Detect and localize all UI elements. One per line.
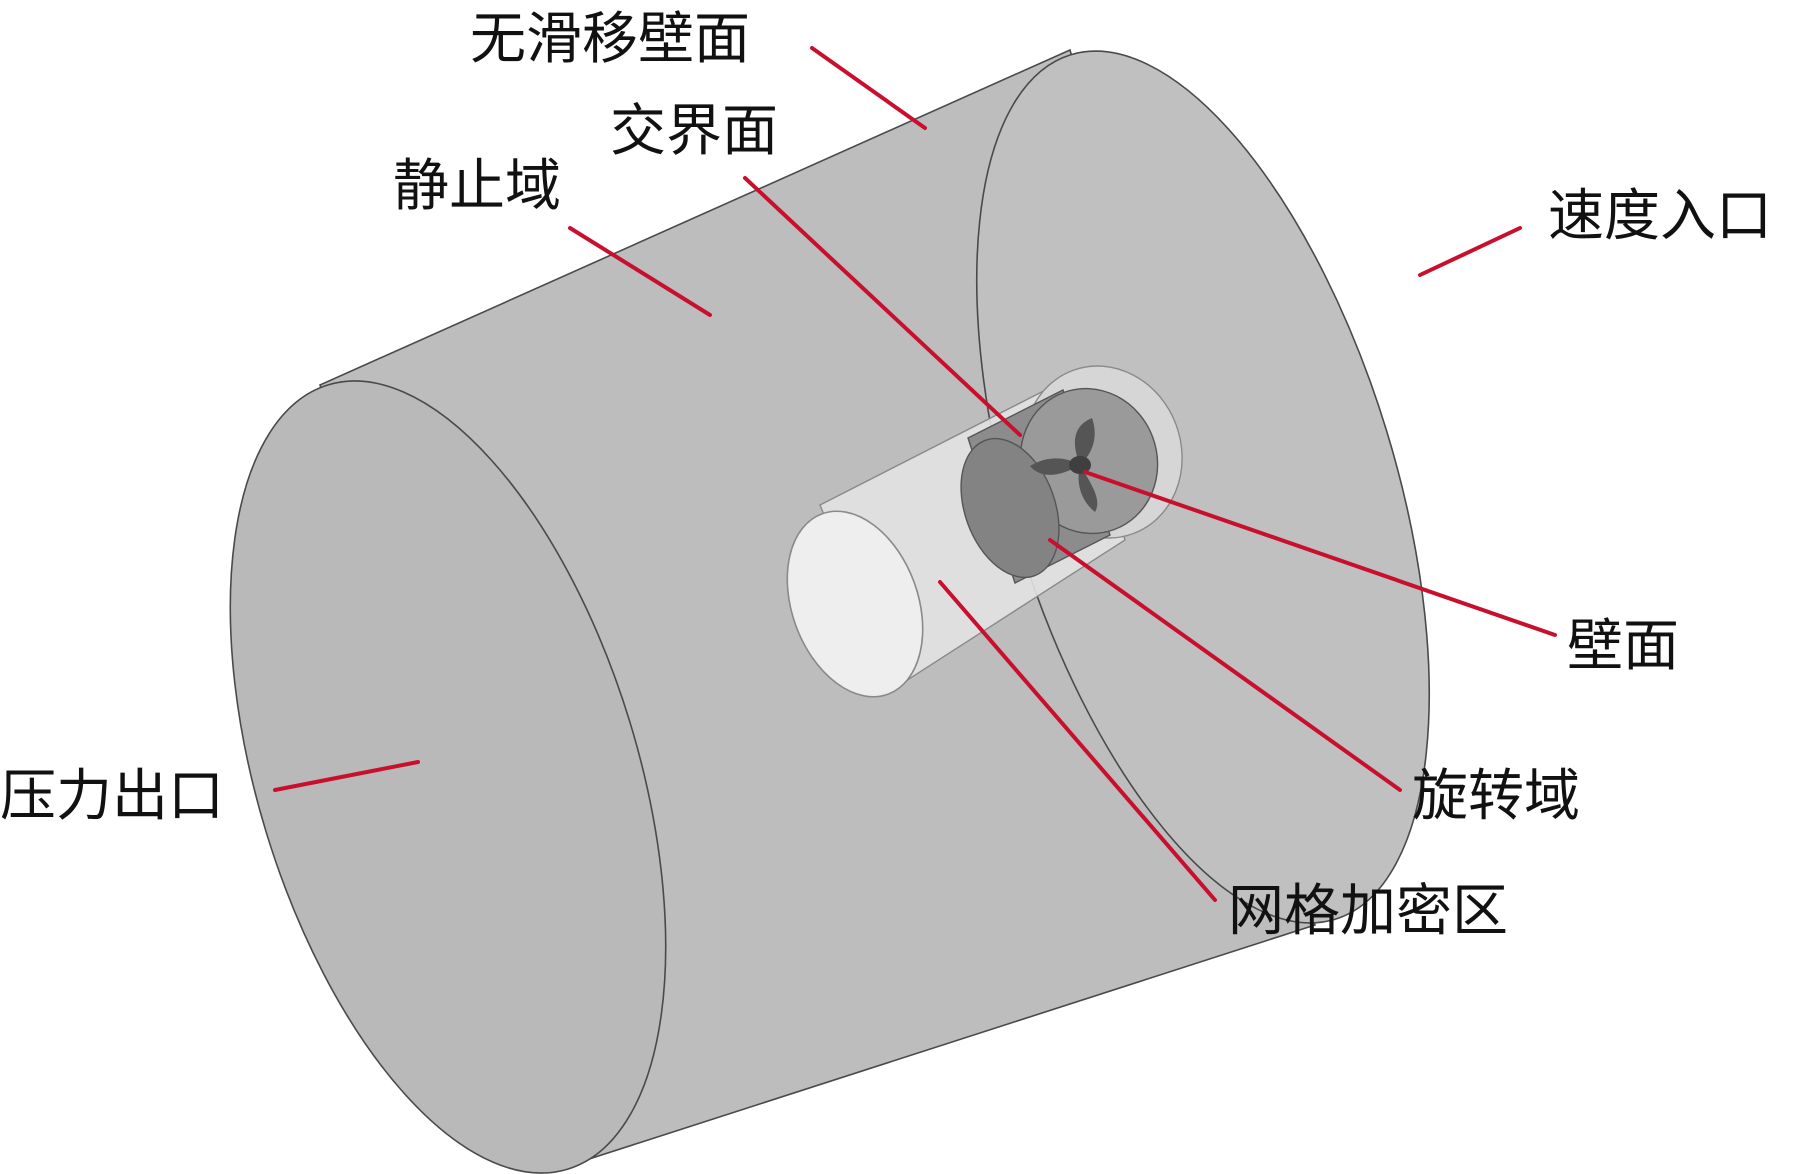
label-wall: 壁面 bbox=[1567, 614, 1679, 679]
propeller-blade-1 bbox=[1074, 418, 1095, 465]
label-no-slip-wall: 无滑移壁面 bbox=[470, 7, 750, 72]
leader-rotating-domain bbox=[1048, 538, 1402, 792]
propeller-blade-2 bbox=[1030, 458, 1080, 475]
label-interface: 交界面 bbox=[610, 99, 778, 164]
leader-interface bbox=[743, 176, 1022, 437]
label-mesh-refinement-zone: 网格加密区 bbox=[1228, 879, 1508, 944]
propeller-blade-3 bbox=[1078, 465, 1098, 512]
leader-lines bbox=[273, 46, 1557, 902]
rotating-domain-back bbox=[960, 437, 1060, 579]
label-velocity-inlet: 速度入口 bbox=[1548, 184, 1772, 249]
leader-velocity-inlet bbox=[1418, 226, 1522, 277]
leader-stationary-domain bbox=[568, 226, 712, 317]
leader-wall bbox=[1083, 470, 1557, 637]
leader-mesh-refinement bbox=[938, 580, 1217, 902]
label-pressure-outlet: 压力出口 bbox=[0, 764, 224, 829]
leader-pressure-outlet bbox=[273, 760, 420, 792]
label-stationary-domain: 静止域 bbox=[393, 154, 561, 219]
pressure-outlet-face bbox=[229, 380, 667, 1174]
propeller-icon bbox=[1030, 418, 1098, 512]
refinement-outlet-face bbox=[786, 510, 924, 698]
leader-no-slip-wall bbox=[810, 46, 927, 130]
propeller-hub bbox=[1069, 456, 1091, 474]
labels: 无滑移壁面 交界面 静止域 速度入口 壁面 旋转域 压力出口 网格加密区 bbox=[0, 7, 1772, 944]
label-rotating-domain: 旋转域 bbox=[1412, 764, 1580, 829]
